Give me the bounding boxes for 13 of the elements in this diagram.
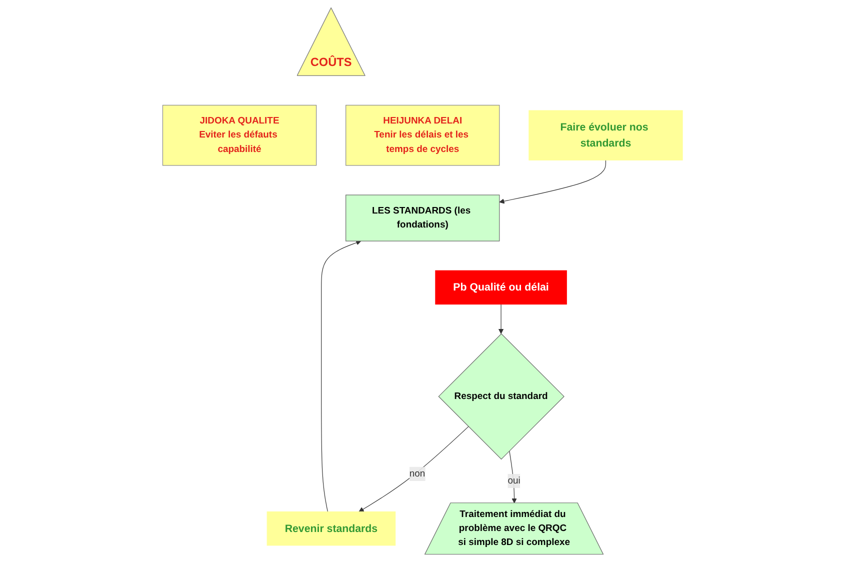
- arrow: [359, 426, 470, 512]
- edge-label: oui: [508, 476, 521, 486]
- node-box: JIDOKA QUALITE Eviter les défauts capabilité: [162, 104, 317, 166]
- arrow: [498, 304, 504, 334]
- node-box: HEIJUNKA DELAI Tenir les délais et les temps de cycles: [346, 104, 500, 166]
- arrow: [321, 240, 362, 512]
- node-diamond: Respect du standard: [438, 333, 565, 460]
- node-box: LES STANDARDS (les fondations): [346, 194, 500, 242]
- node-box: Pb Qualité ou délai: [436, 270, 568, 305]
- arrow: [500, 160, 606, 204]
- node-box: Revenir standards: [267, 511, 396, 546]
- edge-label: non: [410, 468, 426, 479]
- node-box: Faire évoluer nos standards: [529, 110, 684, 160]
